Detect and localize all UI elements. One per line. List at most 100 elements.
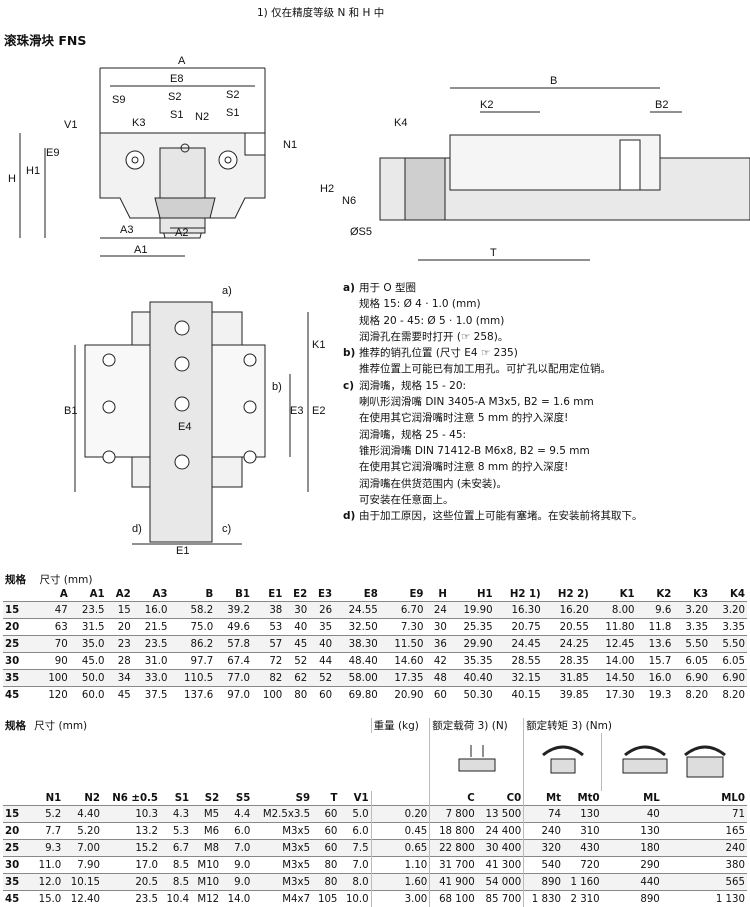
table-cell: 80 xyxy=(284,687,309,704)
note-key xyxy=(343,492,359,508)
t2-label-load: 额定载荷 3) (N) xyxy=(430,718,524,733)
load-icon xyxy=(447,741,507,781)
column-header: E1 xyxy=(252,587,284,602)
column-header: K2 xyxy=(637,587,674,602)
note-text: 在使用其它润滑嘴时注意 8 mm 的拧入深度! xyxy=(359,459,568,475)
table-cell: 6.05 xyxy=(673,653,710,670)
table-cell: 5.3 xyxy=(160,823,191,840)
table-cell: 3.20 xyxy=(673,602,710,619)
label-A3: A3 xyxy=(120,224,133,236)
table-cell: 24.55 xyxy=(334,602,380,619)
table-cell: 57.8 xyxy=(215,636,252,653)
table-cell: 60 xyxy=(312,840,339,857)
table-cell: 100 xyxy=(37,670,69,687)
label-a: a) xyxy=(222,285,232,297)
table-cell: 41 300 xyxy=(477,857,524,874)
table-cell: 28 xyxy=(107,653,133,670)
table-cell: 28.35 xyxy=(543,653,591,670)
label-N2: N2 xyxy=(195,111,209,123)
note-line: b)推荐的销孔位置 (尺寸 E4 ☞ 235) xyxy=(343,345,748,361)
table-cell: 39.2 xyxy=(215,602,252,619)
t2-label-dims: 尺寸 (mm) xyxy=(32,718,371,733)
table-cell: 8.5 xyxy=(160,857,191,874)
table-cell: 53 xyxy=(252,619,284,636)
footnote: 1) 仅在精度等级 N 和 H 中 xyxy=(257,5,384,20)
note-line: 规格 20 - 45: Ø 5 · 1.0 (mm) xyxy=(343,313,748,329)
table-cell: 35.35 xyxy=(449,653,495,670)
table-cell: 21.5 xyxy=(133,619,170,636)
label-S1-front: S1 xyxy=(170,109,183,121)
table-cell: 720 xyxy=(563,857,602,874)
row-size: 25 xyxy=(3,636,37,653)
table-cell: 5.2 xyxy=(32,806,63,823)
table-cell: 30 xyxy=(426,619,449,636)
table-cell: 120 xyxy=(37,687,69,704)
table-cell: 70 xyxy=(37,636,69,653)
note-line: 润滑嘴在供货范围内 (未安装)。 xyxy=(343,476,748,492)
label-K1: K1 xyxy=(312,339,325,351)
note-key xyxy=(343,427,359,443)
table-cell: 32.15 xyxy=(495,670,543,687)
table-cell: 86.2 xyxy=(169,636,215,653)
column-header: H2 1) xyxy=(495,587,543,602)
section-title: 滚珠滑块 FNS xyxy=(4,30,86,49)
table-cell: 30 400 xyxy=(477,840,524,857)
table-cell: 540 xyxy=(524,857,563,874)
t1-label-dims: 尺寸 (mm) xyxy=(37,572,747,587)
table-cell: 7.90 xyxy=(63,857,102,874)
table-cell: 16.30 xyxy=(495,602,543,619)
table-cell: 10.3 xyxy=(102,806,160,823)
label-B2: B2 xyxy=(655,99,668,111)
table-cell: 68 100 xyxy=(430,891,477,907)
label-E9: E9 xyxy=(46,147,59,159)
table-cell: 0.65 xyxy=(371,840,430,857)
table-cell: 40 xyxy=(602,806,662,823)
table-cell: 9.6 xyxy=(637,602,674,619)
column-header: E8 xyxy=(334,587,380,602)
table-cell: 45.0 xyxy=(70,653,107,670)
table-cell: 17.35 xyxy=(380,670,426,687)
label-H2: H2 xyxy=(320,183,334,195)
table-cell: 20.75 xyxy=(495,619,543,636)
row-size: 30 xyxy=(3,857,32,874)
table-cell: 0.45 xyxy=(371,823,430,840)
table-cell: 58.00 xyxy=(334,670,380,687)
table-cell: 3.00 xyxy=(371,891,430,907)
t2-label-torque: 额定转矩 3) (Nm) xyxy=(524,718,747,733)
table-cell: 11.80 xyxy=(591,619,637,636)
row-size: 20 xyxy=(3,619,37,636)
table-cell: 24 400 xyxy=(477,823,524,840)
table-cell: 24 xyxy=(426,602,449,619)
label-A1: A1 xyxy=(134,244,147,256)
note-key xyxy=(343,329,359,345)
label-A: A xyxy=(178,55,186,67)
table-cell: 15.7 xyxy=(637,653,674,670)
table-cell: 320 xyxy=(524,840,563,857)
table-cell: 130 xyxy=(602,823,662,840)
column-header: A xyxy=(37,587,69,602)
label-S2-front: S2 xyxy=(168,91,181,103)
table-cell: 7.30 xyxy=(380,619,426,636)
table-cell: 8.20 xyxy=(673,687,710,704)
column-header: E3 xyxy=(309,587,334,602)
t2-label-size: 规格 xyxy=(3,718,32,733)
table-cell: 23.5 xyxy=(102,891,160,907)
column-header: B1 xyxy=(215,587,252,602)
column-header: A1 xyxy=(70,587,107,602)
table-cell: 49.6 xyxy=(215,619,252,636)
table-cell: M8 xyxy=(191,840,221,857)
column-header: S2 xyxy=(191,791,221,806)
table-cell: 15.2 xyxy=(102,840,160,857)
table-cell: 890 xyxy=(524,874,563,891)
label-N6: N6 xyxy=(342,195,356,207)
table-cell: 40.40 xyxy=(449,670,495,687)
table-cell: 22 800 xyxy=(430,840,477,857)
table-cell: 97.0 xyxy=(215,687,252,704)
